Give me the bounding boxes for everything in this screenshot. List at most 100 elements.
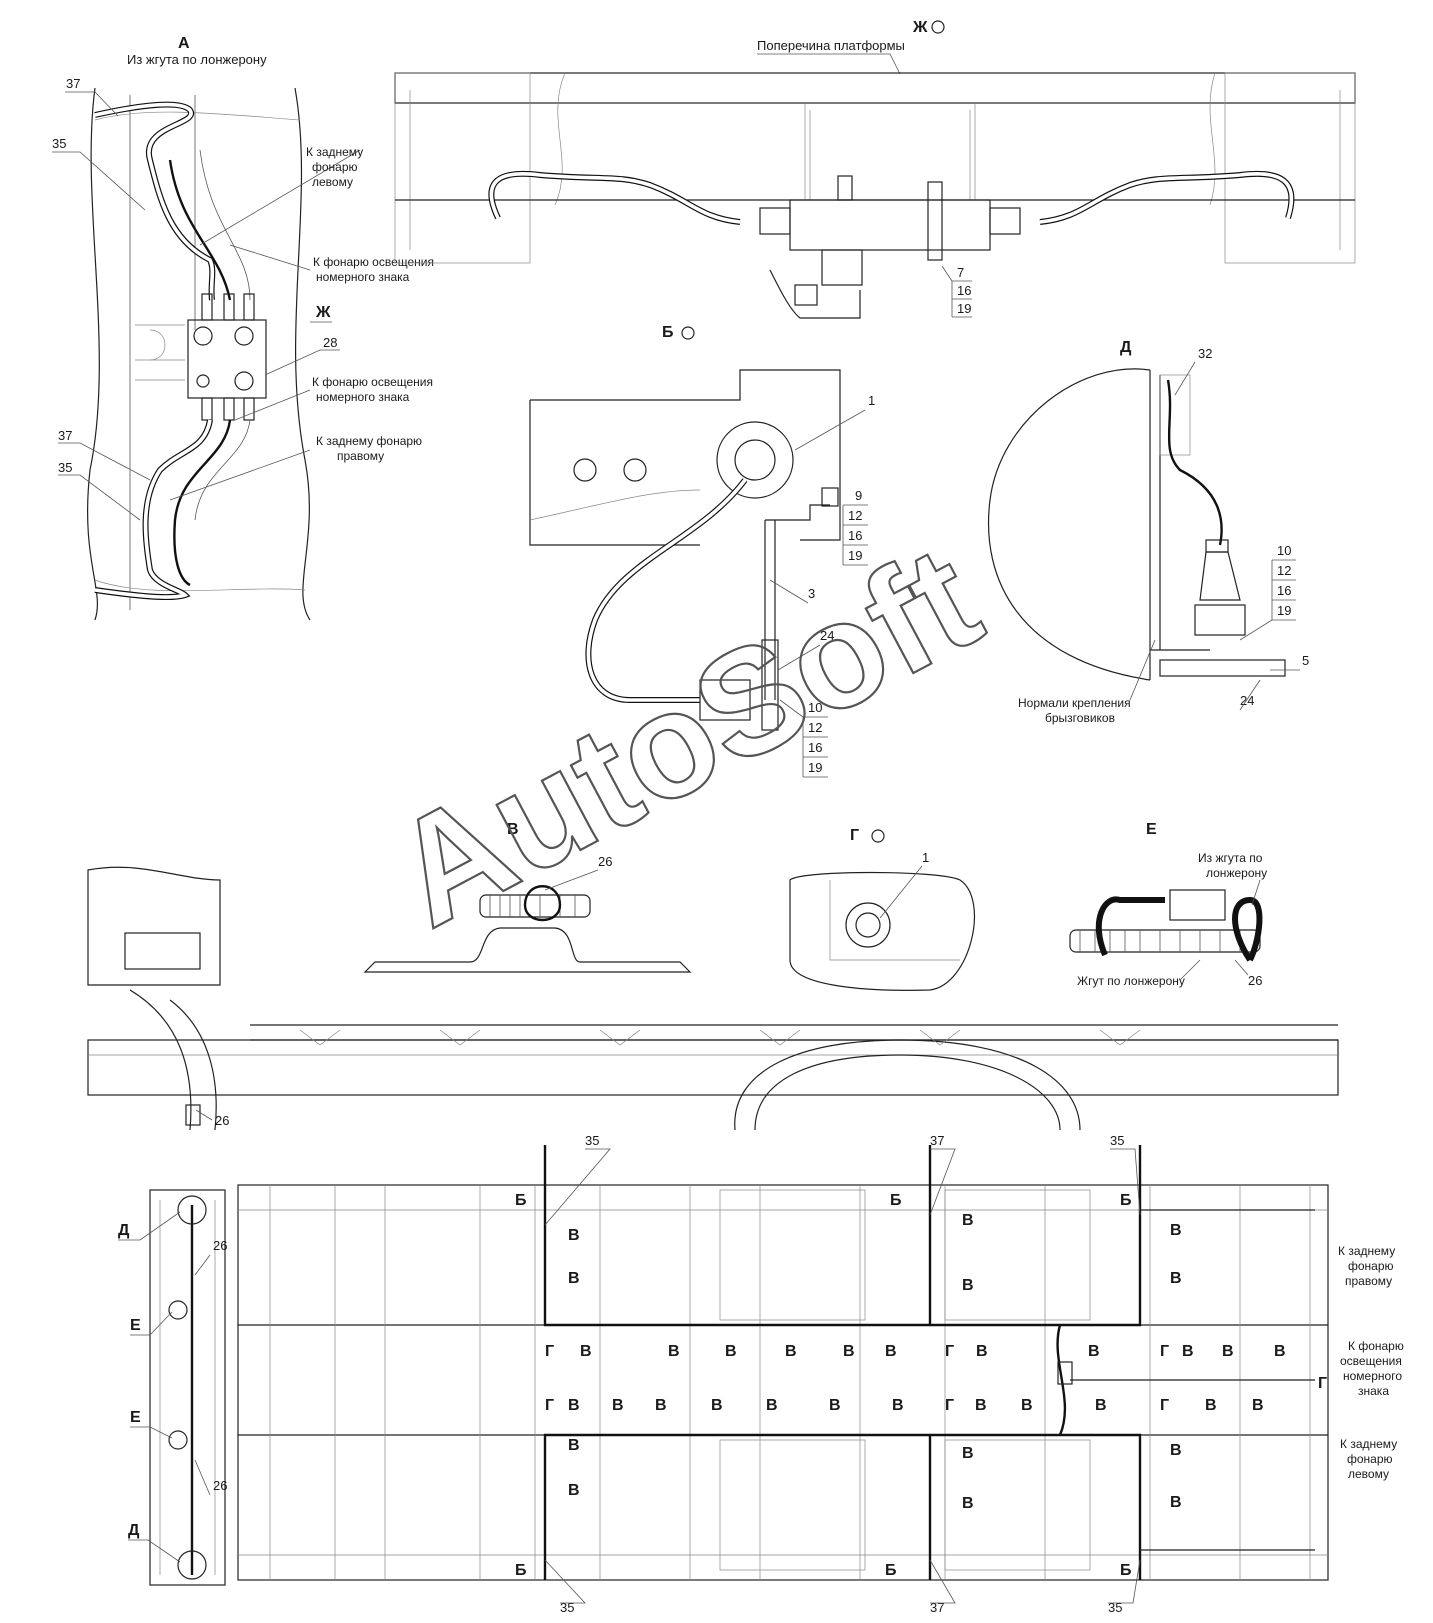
callout-37-b: 37 xyxy=(58,428,72,443)
watermark: AutoSoft xyxy=(366,513,1004,959)
plan-row-g-3: Г xyxy=(1160,1343,1169,1360)
v-ref-26: 26 xyxy=(598,854,612,869)
b-ref-24: 24 xyxy=(820,628,834,643)
b-ref-19b: 19 xyxy=(808,760,822,775)
plan-row-v-13: В xyxy=(612,1397,624,1414)
plan-section-v-8: В xyxy=(568,1482,580,1499)
plan-row-g-2: Г xyxy=(945,1343,954,1360)
view-e-letter: Е xyxy=(1146,821,1157,838)
plan-note-9: фонарю xyxy=(1347,1452,1393,1466)
plan-left-26-1: 26 xyxy=(213,1238,227,1253)
view-v-letter: В xyxy=(507,821,519,838)
view-a-letter: А xyxy=(178,35,190,52)
note-rear-left-3: левому xyxy=(312,175,353,189)
plan-section-b-1: Б xyxy=(515,1192,527,1209)
plan-row-v-10: В xyxy=(1222,1343,1234,1360)
plan-ref-37-top: 37 xyxy=(930,1133,944,1148)
plan-row-g-6: Г xyxy=(1160,1397,1169,1414)
b-ref-1: 1 xyxy=(868,393,875,408)
view-b-letter: Б xyxy=(662,324,674,341)
plan-section-v-10: В xyxy=(962,1495,974,1512)
plan-note-6: номерного xyxy=(1343,1369,1402,1383)
plan-section-v-9: В xyxy=(962,1445,974,1462)
note-plate-3: К фонарю освещения xyxy=(312,375,433,389)
plan-ref-37-bottom: 37 xyxy=(930,1600,944,1615)
plan-section-v-11: В xyxy=(1170,1442,1182,1459)
view-zh: Ж Поперечина платформы 7 16 19 xyxy=(394,19,1356,319)
note-rear-left-2: фонарю xyxy=(312,160,358,174)
zh-ref-16: 16 xyxy=(957,283,971,298)
b-ref-19: 19 xyxy=(848,548,862,563)
plan-ref-35-bottom-1: 35 xyxy=(560,1600,574,1615)
b-ref-10: 10 xyxy=(808,700,822,715)
plan-section-v-3: В xyxy=(962,1212,974,1229)
b-ref-16: 16 xyxy=(848,528,862,543)
plan-left-26-2: 26 xyxy=(213,1478,227,1493)
e-ref-26: 26 xyxy=(1248,973,1262,988)
view-a-marker-zh: Ж xyxy=(315,304,331,321)
plan-row-g-7: Г xyxy=(1318,1375,1327,1392)
plan-row-v-11: В xyxy=(1274,1343,1286,1360)
plan-section-v-1: В xyxy=(568,1227,580,1244)
view-zh-letter: Ж xyxy=(912,19,928,36)
view-d-letter: Д xyxy=(1120,339,1132,356)
plan-row-v-9: В xyxy=(1182,1343,1194,1360)
d-ref-32: 32 xyxy=(1198,346,1212,361)
plan-row-g-5: Г xyxy=(945,1397,954,1414)
b-ref-16b: 16 xyxy=(808,740,822,755)
d-ref-12: 12 xyxy=(1277,563,1291,578)
plan-row-v-14: В xyxy=(655,1397,667,1414)
callout-28: 28 xyxy=(323,335,337,350)
plan-row-g-1: Г xyxy=(545,1343,554,1360)
plan-note-4: К фонарю xyxy=(1348,1339,1404,1353)
plan-row-v-16: В xyxy=(766,1397,778,1414)
plan-row-v-8: В xyxy=(1088,1343,1100,1360)
plan-ref-35-top-2: 35 xyxy=(1110,1133,1124,1148)
d-ref-10: 10 xyxy=(1277,543,1291,558)
plan-section-v-7: В xyxy=(568,1437,580,1454)
view-a-subtitle: Из жгута по лонжерону xyxy=(127,52,267,67)
plan-section-v-12: В xyxy=(1170,1494,1182,1511)
d-note-1: Нормали крепления xyxy=(1018,696,1131,710)
plan-left-e-2: Е xyxy=(130,1409,141,1426)
plan-section-v-6: В xyxy=(1170,1270,1182,1287)
d-ref-16: 16 xyxy=(1277,583,1291,598)
plan-row-v-12: В xyxy=(568,1397,580,1414)
plan-view: 35 37 35 35 37 35 Б Б Б Б Б Б В В В В В … xyxy=(118,1133,1404,1615)
b-ref-3: 3 xyxy=(808,586,815,601)
plan-section-v-5: В xyxy=(1170,1222,1182,1239)
plan-left-e-1: Е xyxy=(130,1317,141,1334)
plan-row-v-2: В xyxy=(668,1343,680,1360)
d-ref-24: 24 xyxy=(1240,693,1254,708)
plan-row-g-4: Г xyxy=(545,1397,554,1414)
note-rear-right-1: К заднему фонарю xyxy=(316,434,422,448)
d-ref-5: 5 xyxy=(1302,653,1309,668)
b-ref-9: 9 xyxy=(855,488,862,503)
view-d: Д 32 10 12 16 19 5 24 Нормали крепления … xyxy=(987,339,1309,725)
b-ref-12: 12 xyxy=(848,508,862,523)
plan-note-5: освещения xyxy=(1340,1354,1402,1368)
e-harness-label: Жгут по лонжерону xyxy=(1077,974,1185,988)
note-plate-2: номерного знака xyxy=(316,270,410,284)
view-e: Е Из жгута по лонжерону Жгут по лонжерон… xyxy=(1069,821,1267,988)
d-ref-19: 19 xyxy=(1277,603,1291,618)
callout-35-a: 35 xyxy=(52,136,66,151)
plan-section-v-4: В xyxy=(962,1277,974,1294)
plan-ref-35-bottom-2: 35 xyxy=(1108,1600,1122,1615)
g-ref-1: 1 xyxy=(922,850,929,865)
d-note-2: брызговиков xyxy=(1045,711,1115,725)
plan-row-v-6: В xyxy=(885,1343,897,1360)
note-plate-1: К фонарю освещения xyxy=(313,255,434,269)
plan-section-b-4: Б xyxy=(515,1562,527,1579)
plan-row-v-4: В xyxy=(785,1343,797,1360)
side-view: 26 xyxy=(87,866,1339,1131)
callout-35-b: 35 xyxy=(58,460,72,475)
callout-37-a: 37 xyxy=(66,76,80,91)
note-plate-4: номерного знака xyxy=(316,390,410,404)
plan-row-v-17: В xyxy=(829,1397,841,1414)
view-b: Б 1 9 12 16 19 3 24 10 12 16 19 xyxy=(529,324,875,778)
plan-note-1: К заднему xyxy=(1338,1244,1395,1258)
plan-row-v-3: В xyxy=(725,1343,737,1360)
note-rear-right-2: правому xyxy=(337,449,384,463)
